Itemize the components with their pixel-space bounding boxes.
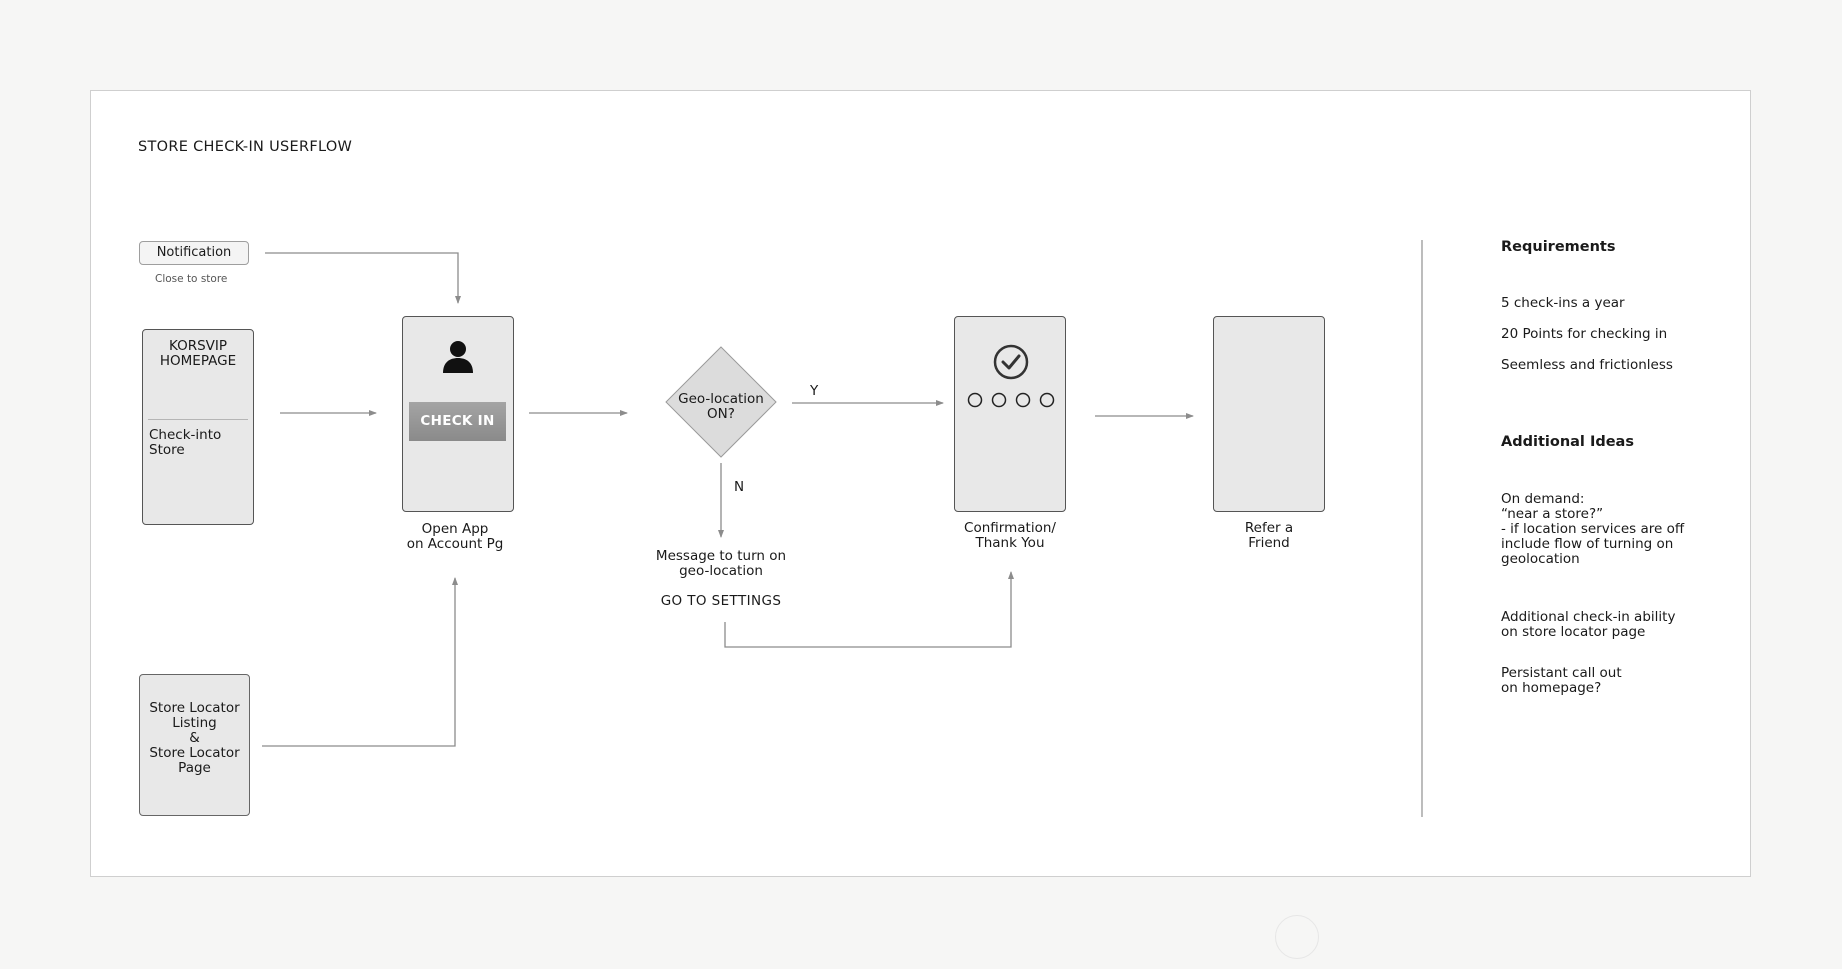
idea-line: include flow of turning on xyxy=(1501,536,1674,552)
geo-message: Message to turn on geo-location xyxy=(636,549,806,579)
notification-subtext: Close to store xyxy=(155,273,228,285)
decision-line2: ON? xyxy=(707,406,735,422)
idea-store-locator: Additional check-in ability on store loc… xyxy=(1501,610,1675,640)
homepage-screen xyxy=(142,329,254,525)
no-label: N xyxy=(734,479,745,495)
store-locator-label: Store Locator Listing & Store Locator Pa… xyxy=(139,701,250,776)
check-circle-icon xyxy=(993,344,1029,380)
requirements-heading: Requirements xyxy=(1501,239,1616,255)
store-locator-line5: Page xyxy=(178,760,211,776)
confirmation-caption: Confirmation/ Thank You xyxy=(940,521,1080,551)
decision-label: Geo-location ON? xyxy=(661,392,781,422)
store-locator-line2: Listing xyxy=(172,715,217,731)
geo-message-line1: Message to turn on xyxy=(655,548,787,564)
requirement-item: 5 check-ins a year xyxy=(1501,295,1625,311)
geo-message-line2: geo-location xyxy=(679,563,763,579)
idea-line: on homepage? xyxy=(1501,680,1602,696)
confirmation-caption-line1: Confirmation/ xyxy=(964,520,1056,536)
refer-friend-screen xyxy=(1213,316,1325,512)
user-icon xyxy=(443,341,473,373)
homepage-title-line2: HOMEPAGE xyxy=(159,353,237,369)
homepage-divider xyxy=(148,419,248,420)
idea-line: Additional check-in ability xyxy=(1501,609,1676,625)
store-locator-screen xyxy=(139,674,250,816)
idea-line: geolocation xyxy=(1501,551,1580,567)
decision-diamond xyxy=(665,346,777,458)
store-locator-line4: Store Locator xyxy=(149,745,240,761)
faint-circle-icon xyxy=(1275,915,1319,959)
check-in-button[interactable]: CHECK IN xyxy=(409,402,506,441)
go-to-settings-link[interactable]: GO TO SETTINGS xyxy=(660,593,782,609)
open-app-caption-line1: Open App xyxy=(421,521,489,537)
homepage-checkin-link: Check-into Store xyxy=(149,428,221,458)
store-locator-line1: Store Locator xyxy=(149,700,240,716)
store-locator-line3: & xyxy=(189,730,200,746)
refer-caption: Refer a Friend xyxy=(1199,521,1339,551)
idea-line: “near a store?” xyxy=(1501,506,1604,522)
decision-line1: Geo-location xyxy=(678,391,764,407)
arrow-locator-to-app xyxy=(262,577,458,747)
idea-line: On demand: xyxy=(1501,491,1585,507)
idea-line: Persistant call out xyxy=(1501,665,1622,681)
idea-on-demand: On demand: “near a store?” - if location… xyxy=(1501,492,1684,567)
homepage-title: KORSVIP HOMEPAGE xyxy=(142,339,254,369)
notification-box: Notification xyxy=(139,241,249,265)
open-app-caption: Open App on Account Pg xyxy=(385,522,525,552)
homepage-action-line1: Check-into xyxy=(149,427,222,443)
arrow-settings-to-confirmation xyxy=(724,571,1014,648)
progress-dots xyxy=(967,392,1055,408)
confirmation-screen xyxy=(954,316,1066,512)
open-app-caption-line2: on Account Pg xyxy=(406,536,504,552)
diagram-title: STORE CHECK-IN USERFLOW xyxy=(138,139,353,155)
yes-label: Y xyxy=(810,383,819,399)
requirement-item: 20 Points for checking in xyxy=(1501,326,1668,342)
confirmation-caption-line2: Thank You xyxy=(975,535,1045,551)
ideas-heading: Additional Ideas xyxy=(1501,434,1634,450)
idea-callout: Persistant call out on homepage? xyxy=(1501,666,1622,696)
refer-caption-line1: Refer a xyxy=(1244,520,1294,536)
homepage-action-line2: Store xyxy=(149,442,185,458)
idea-line: on store locator page xyxy=(1501,624,1646,640)
idea-line: - if location services are off xyxy=(1501,521,1685,537)
arrow-notification-to-app xyxy=(265,252,461,304)
requirement-item: Seemless and frictionless xyxy=(1501,357,1673,373)
refer-caption-line2: Friend xyxy=(1248,535,1290,551)
homepage-title-line1: KORSVIP xyxy=(168,338,228,354)
